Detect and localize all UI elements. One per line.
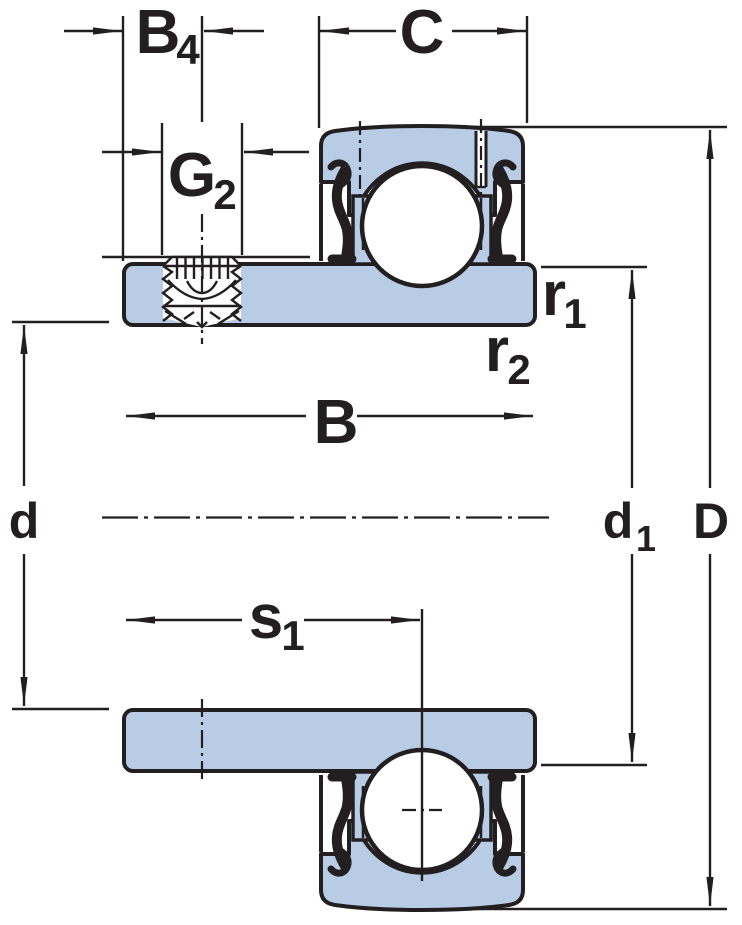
dim-label-d: d xyxy=(9,493,40,549)
dim-label-s1: s xyxy=(249,583,283,652)
dim-label-r1-sub: 1 xyxy=(563,290,586,337)
dim-label-r2: r xyxy=(485,316,509,385)
dim-label-b: B xyxy=(314,388,359,457)
dim-label-d1-sub: 1 xyxy=(636,518,656,559)
inner-ring-sleeve-bottom xyxy=(122,708,537,773)
dimension-lines xyxy=(12,16,727,911)
dim-label-b4-sub: 4 xyxy=(176,26,200,73)
dim-label-r1: r xyxy=(542,260,566,329)
centerlines xyxy=(102,119,549,812)
screw-thread-left xyxy=(161,265,175,322)
dim-label-c: C xyxy=(400,0,445,67)
dimension-label-group: B 4 G 2 C r 1 r 2 B d s 1 d 1 D xyxy=(9,0,729,659)
dim-label-d1: d xyxy=(603,493,634,549)
dim-label-s1-sub: 1 xyxy=(281,612,304,659)
screw-thread-right xyxy=(229,265,243,322)
dim-label-g2-sub: 2 xyxy=(213,171,236,218)
dim-label-b4: B xyxy=(136,0,181,67)
bearing-section-top xyxy=(321,126,523,286)
dim-label-D: D xyxy=(693,493,729,549)
dim-label-g2: G xyxy=(168,141,216,210)
dim-label-r2-sub: 2 xyxy=(507,346,530,393)
